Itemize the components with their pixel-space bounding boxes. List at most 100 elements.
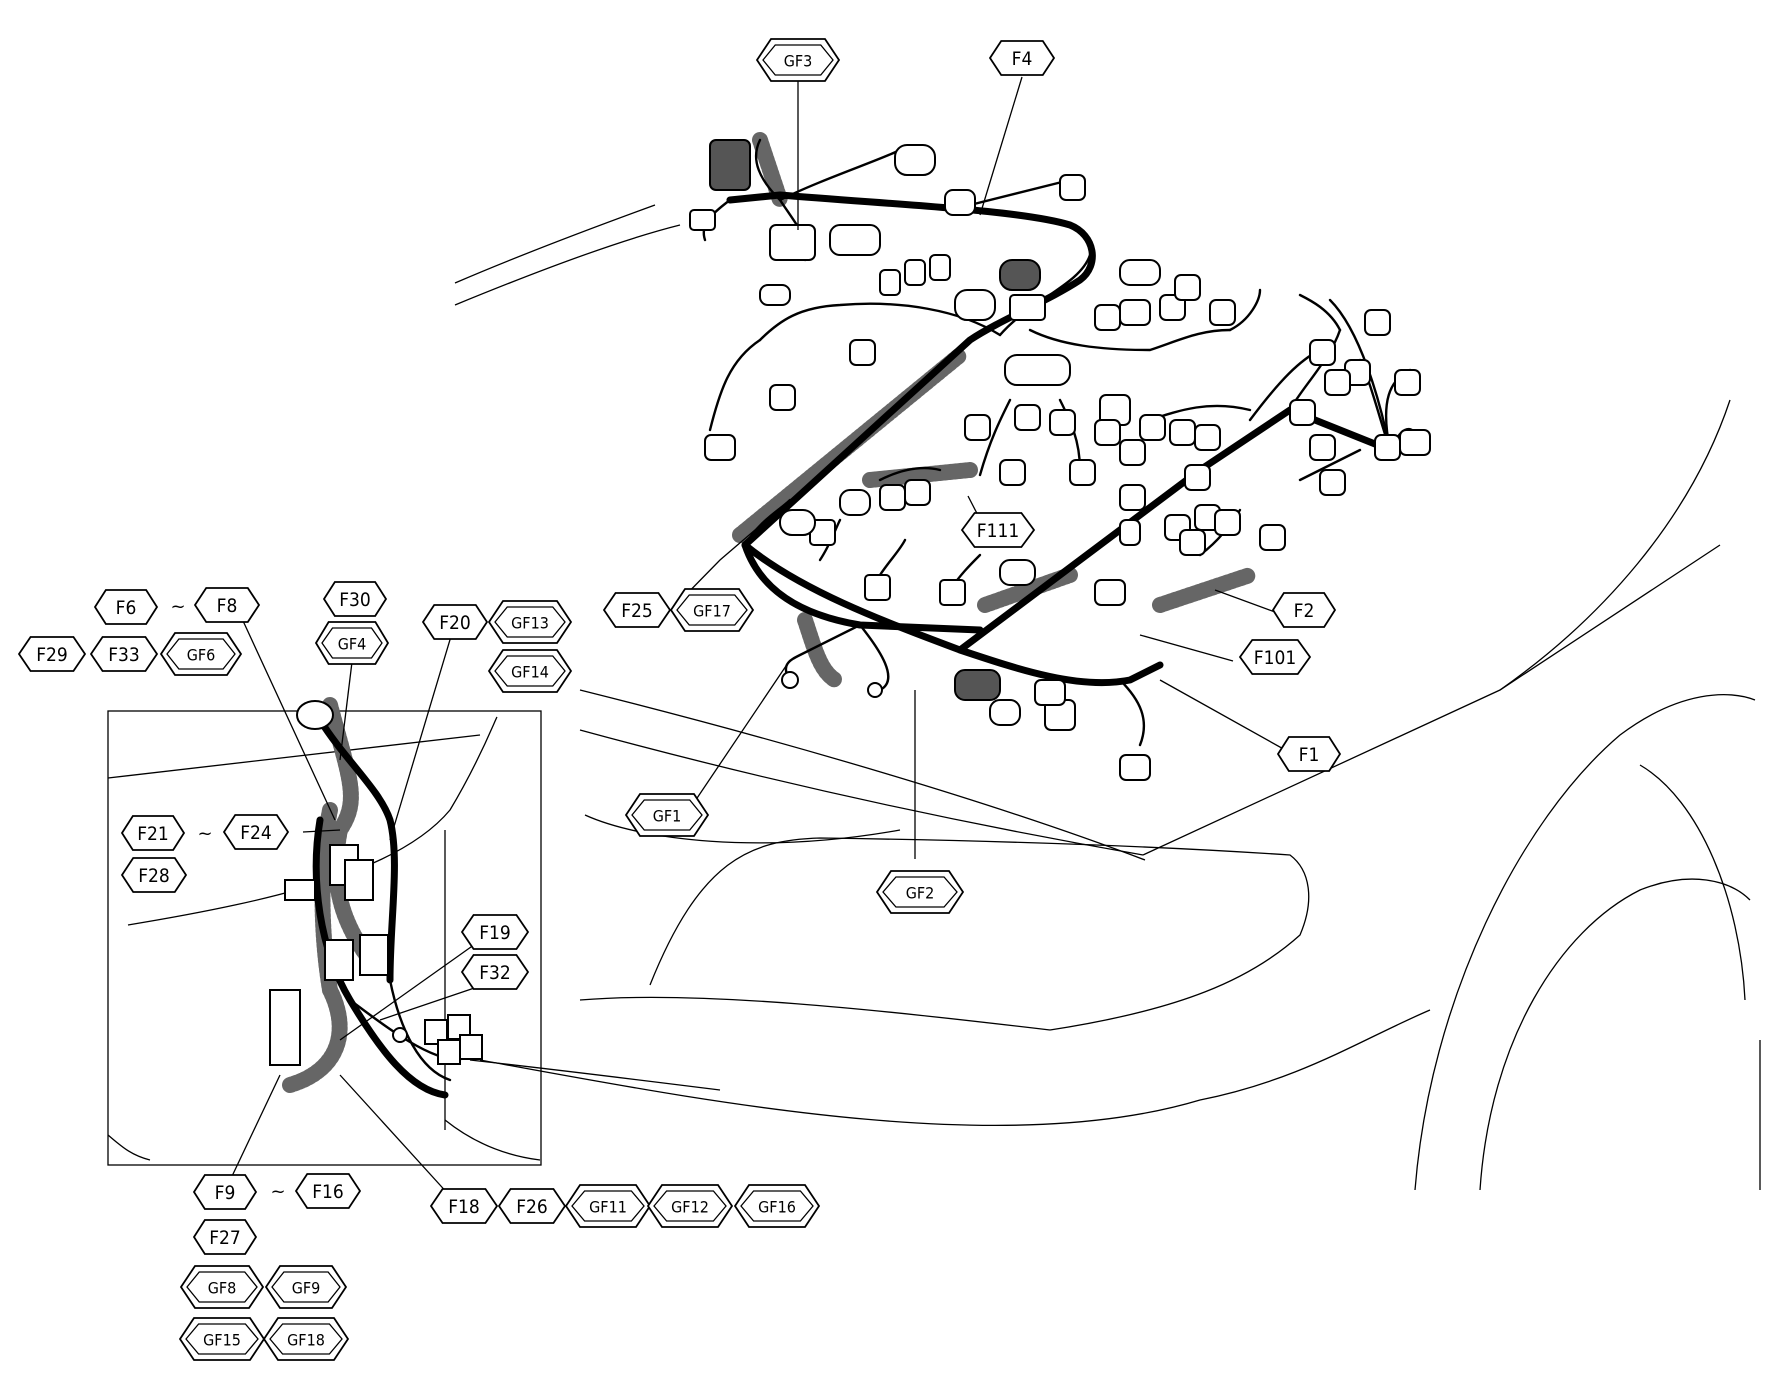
connector-b xyxy=(829,224,881,256)
range-separator-f6-f8: ~ xyxy=(170,597,185,618)
label-text-f6: F6 xyxy=(116,597,137,619)
connector-bm xyxy=(689,209,716,231)
label-text-gf17: GF17 xyxy=(693,602,731,621)
label-f25: F25 xyxy=(602,592,672,628)
connector-z xyxy=(839,489,871,516)
label-f1: F1 xyxy=(1276,736,1342,772)
connector-ba xyxy=(1119,519,1141,546)
label-gf11: GF11 xyxy=(564,1184,652,1228)
connector-s xyxy=(849,339,876,366)
connector-m xyxy=(1119,299,1151,326)
connector-t xyxy=(769,384,796,411)
ground-eyelet-b xyxy=(867,682,883,698)
label-text-f101: F101 xyxy=(1254,647,1296,669)
connector-ak xyxy=(1184,464,1211,491)
label-gf15: GF15 xyxy=(178,1317,266,1361)
connector-c xyxy=(894,144,936,176)
connector-bk xyxy=(1119,754,1151,781)
leader-lines xyxy=(224,76,1297,1208)
connector-aq xyxy=(1309,434,1336,461)
clip xyxy=(284,879,316,901)
label-f6: F6 xyxy=(93,589,159,625)
inset-connector-d xyxy=(459,1034,483,1060)
label-gf8: GF8 xyxy=(179,1265,265,1309)
label-gf13: GF13 xyxy=(487,600,573,644)
connector-u xyxy=(704,434,736,461)
connector-af xyxy=(1094,419,1121,446)
connector-n xyxy=(1159,294,1186,321)
label-f20: F20 xyxy=(421,604,489,640)
label-gf18: GF18 xyxy=(262,1317,350,1361)
label-text-gf13: GF13 xyxy=(511,614,549,633)
label-f18: F18 xyxy=(429,1188,499,1224)
connector-bn xyxy=(999,559,1036,586)
connector-ad xyxy=(1119,439,1146,466)
connector-ac xyxy=(1069,459,1096,486)
label-gf17: GF17 xyxy=(669,588,755,632)
connector-l xyxy=(1119,259,1161,286)
label-f28: F28 xyxy=(120,857,188,893)
connector-as xyxy=(1319,469,1346,496)
connector-ag xyxy=(1139,414,1166,441)
connector-aj xyxy=(1194,424,1221,451)
label-text-f9: F9 xyxy=(215,1182,236,1204)
connector-be xyxy=(864,574,891,601)
connector-bj xyxy=(1034,679,1066,706)
label-text-f111: F111 xyxy=(977,520,1019,542)
connector-az xyxy=(1324,369,1351,396)
connector-j xyxy=(999,259,1041,291)
label-gf16: GF16 xyxy=(733,1184,821,1228)
label-gf3: GF3 xyxy=(755,38,841,82)
label-text-f30: F30 xyxy=(339,589,371,611)
label-gf6: GF6 xyxy=(159,632,243,676)
label-f19: F19 xyxy=(460,914,530,950)
label-text-f27: F27 xyxy=(209,1227,241,1249)
connector-bg xyxy=(779,509,816,536)
connector-ab xyxy=(1049,409,1076,436)
connector-k xyxy=(1009,294,1046,321)
label-text-f2: F2 xyxy=(1294,600,1315,622)
connector-ax xyxy=(1309,339,1336,366)
inset-ground-eyelet xyxy=(392,1027,408,1043)
label-f111: F111 xyxy=(960,512,1036,548)
connector-f xyxy=(879,269,901,296)
inset-connector-c xyxy=(437,1039,461,1065)
connector-ai xyxy=(1119,484,1146,511)
connector-h xyxy=(929,254,951,281)
connector-am xyxy=(1179,529,1206,556)
connector-bb xyxy=(1094,579,1126,606)
range-separator-f21-f24: ~ xyxy=(197,824,212,845)
connector-bi xyxy=(989,699,1021,726)
connector-g xyxy=(904,259,926,286)
connector-aa xyxy=(879,484,906,511)
label-gf14: GF14 xyxy=(487,649,573,693)
label-f21: F21 xyxy=(120,815,186,851)
label-text-f19: F19 xyxy=(479,922,511,944)
connector-au xyxy=(1399,429,1431,456)
connector-e xyxy=(1059,174,1086,201)
label-text-gf6: GF6 xyxy=(187,646,216,665)
connector-block-top xyxy=(709,139,751,191)
relay-d xyxy=(359,934,389,976)
label-text-gf15: GF15 xyxy=(203,1331,241,1350)
relay-c xyxy=(324,939,354,981)
vehicle-body-outline xyxy=(454,204,1761,1191)
label-f8: F8 xyxy=(193,587,261,623)
label-text-f28: F28 xyxy=(138,865,170,887)
connector-i xyxy=(954,289,996,321)
label-text-gf4: GF4 xyxy=(338,635,367,654)
connector-p xyxy=(1209,299,1236,326)
label-text-gf12: GF12 xyxy=(671,1198,709,1217)
label-f32: F32 xyxy=(460,954,530,990)
label-text-f33: F33 xyxy=(108,644,140,666)
label-text-gf8: GF8 xyxy=(208,1279,237,1298)
label-gf1: GF1 xyxy=(624,793,710,837)
connector-ar xyxy=(1289,399,1316,426)
connector-ay xyxy=(1394,369,1421,396)
connector-v xyxy=(964,414,991,441)
label-text-f29: F29 xyxy=(36,644,68,666)
connector-w xyxy=(1014,404,1041,431)
relay-b xyxy=(344,859,374,901)
label-f4: F4 xyxy=(988,40,1056,76)
